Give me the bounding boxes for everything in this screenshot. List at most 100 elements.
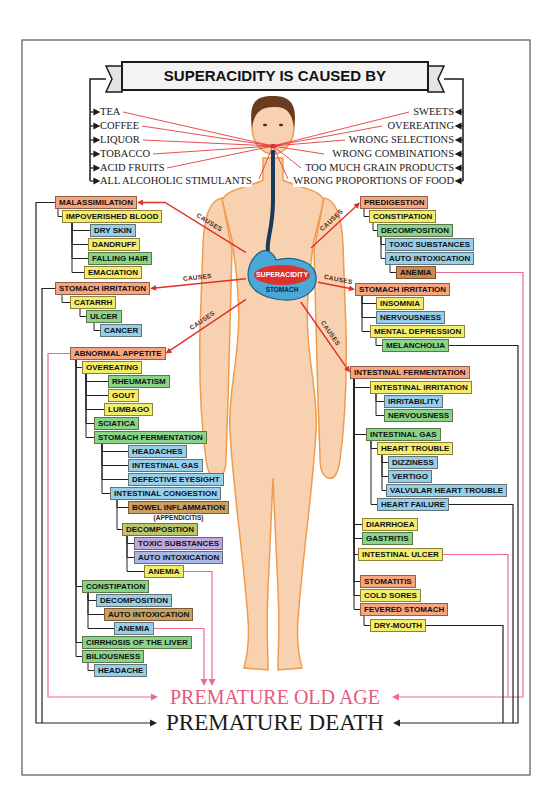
- box-text: DECOMPOSITION: [126, 524, 194, 535]
- title-text: SUPERACIDITY IS CAUSED BY: [122, 62, 428, 90]
- arrow-head: [94, 124, 99, 129]
- cause-label: WRONG PROPORTIONS OF FOOD: [293, 175, 454, 187]
- symptom-box: ANEMIA: [144, 565, 184, 578]
- box-text: PREDIGESTION: [364, 197, 424, 208]
- ribbon-end: [428, 66, 444, 92]
- symptom-box: DECOMPOSITION: [377, 224, 453, 237]
- symptom-box: MALASSIMILATION: [55, 196, 137, 209]
- connector-line: [72, 223, 88, 259]
- cause-label: TOBACCO: [100, 148, 150, 160]
- symptom-box: CONSTIPATION: [369, 210, 436, 223]
- connector: [72, 223, 90, 231]
- stomach-organ: SUPERACIDITYSTOMACH: [246, 248, 318, 302]
- connector-line: [102, 444, 110, 494]
- symptom-box: BOWEL INFLAMMATION(APPENDICITIS): [128, 501, 229, 522]
- connector: [72, 223, 88, 259]
- symptom-box: MENTAL DEPRESSION: [370, 325, 465, 338]
- connector: [354, 379, 366, 435]
- outcome-leaders: [36, 203, 523, 724]
- box-text: STOMATITIS: [364, 576, 412, 587]
- box-text: CIRRHOSIS OF THE LIVER: [86, 637, 188, 648]
- cause-line: [142, 126, 273, 146]
- poster-frame: [22, 40, 530, 775]
- connector: [127, 536, 134, 544]
- box-text: BOWEL INFLAMMATION: [128, 501, 229, 514]
- esophagus: [268, 150, 273, 252]
- symptom-box: DRY-MOUTH: [370, 619, 426, 632]
- connector-line: [311, 206, 356, 248]
- connector-line: [170, 299, 246, 350]
- symptom-box: TOXIC SUBSTANCES: [134, 537, 223, 550]
- box-text: AUTO INTOXICATION: [108, 609, 189, 620]
- arrow-head: [456, 110, 461, 115]
- symptom-box: HEART TROUBLE: [377, 442, 453, 455]
- connector-line: [86, 374, 94, 438]
- box-text: IMPOVERISHED BLOOD: [66, 211, 158, 222]
- box-text: DECOMPOSITION: [381, 225, 449, 236]
- connector: [362, 296, 376, 304]
- connector: [127, 536, 134, 558]
- box-text: MENTAL DEPRESSION: [374, 326, 461, 337]
- connector: [88, 593, 96, 601]
- connector: [354, 379, 362, 525]
- connector: [72, 223, 88, 245]
- cause-label: WRONG SELECTIONS: [349, 134, 454, 146]
- symptom-box: TOXIC SUBSTANCES: [385, 238, 474, 251]
- box-text: INTESTINAL CONGESTION: [114, 488, 217, 499]
- cause-label: ALL ALCOHOLIC STIMULANTS: [100, 175, 252, 187]
- connector: [362, 296, 370, 332]
- cause-label: TOO MUCH GRAIN PRODUCTS: [305, 162, 454, 174]
- cause-line: [143, 140, 273, 146]
- cause-line: [259, 146, 273, 179]
- box-text: MELANCHOLIA: [386, 340, 445, 351]
- box-text: ANEMIA: [400, 267, 432, 278]
- box-text: AUTO INTOXICATION: [138, 552, 219, 563]
- symptom-box: STOMACH IRRITATION: [55, 282, 150, 295]
- symptom-box: DEFECTIVE EYESIGHT: [128, 473, 224, 486]
- connector: [311, 203, 360, 249]
- connector: [354, 379, 362, 539]
- connector: [76, 360, 82, 643]
- connector-line: [354, 379, 362, 539]
- symptom-box: CONSTIPATION: [82, 580, 149, 593]
- symptom-box: INTESTINAL CONGESTION: [110, 487, 221, 500]
- symptom-box: FEVERED STOMACH: [360, 603, 448, 616]
- box-text: TOXIC SUBSTANCES: [138, 538, 219, 549]
- symptom-box: STOMACH FERMENTATION: [94, 431, 207, 444]
- connector-line: [72, 223, 88, 245]
- box-text: ABNORMAL APPETITE: [74, 348, 162, 359]
- body-figure: [222, 158, 324, 670]
- arrow-head: [151, 694, 158, 701]
- symptom-box: HEADACHES: [128, 445, 187, 458]
- symptom-box: DIARRHOEA: [362, 518, 418, 531]
- connector-line: [86, 374, 108, 396]
- box-text: HEADACHES: [132, 446, 183, 457]
- symptom-box: CATARRH: [70, 296, 116, 309]
- box-text: NERVOUSNESS: [380, 312, 441, 323]
- box-text: VERTIGO: [392, 471, 428, 482]
- symptom-box: GASTRITIS: [362, 532, 413, 545]
- connector: [354, 379, 358, 555]
- connector: [76, 360, 82, 587]
- connector: [86, 374, 94, 424]
- connector-line: [301, 302, 347, 368]
- box-text: CATARRH: [74, 297, 112, 308]
- symptom-box: BILIOUSNESS: [82, 650, 144, 663]
- connector: [102, 444, 128, 452]
- connector: [72, 223, 84, 273]
- connector-line: [76, 360, 82, 587]
- box-text: INSOMNIA: [380, 298, 420, 309]
- symptom-box: DANDRUFF: [88, 238, 140, 251]
- box-text: HEADACHE: [98, 665, 143, 676]
- box-text: CONSTIPATION: [373, 211, 432, 222]
- connector: [362, 296, 376, 318]
- cause-line: [273, 146, 301, 168]
- box-text: IRRITABILITY: [388, 396, 439, 407]
- cause-line: [273, 146, 324, 154]
- cause-label: COFFEE: [100, 120, 139, 132]
- arrow-head: [209, 679, 216, 686]
- connector-line: [127, 536, 134, 544]
- symptom-box: HEART FAILURE: [377, 498, 449, 511]
